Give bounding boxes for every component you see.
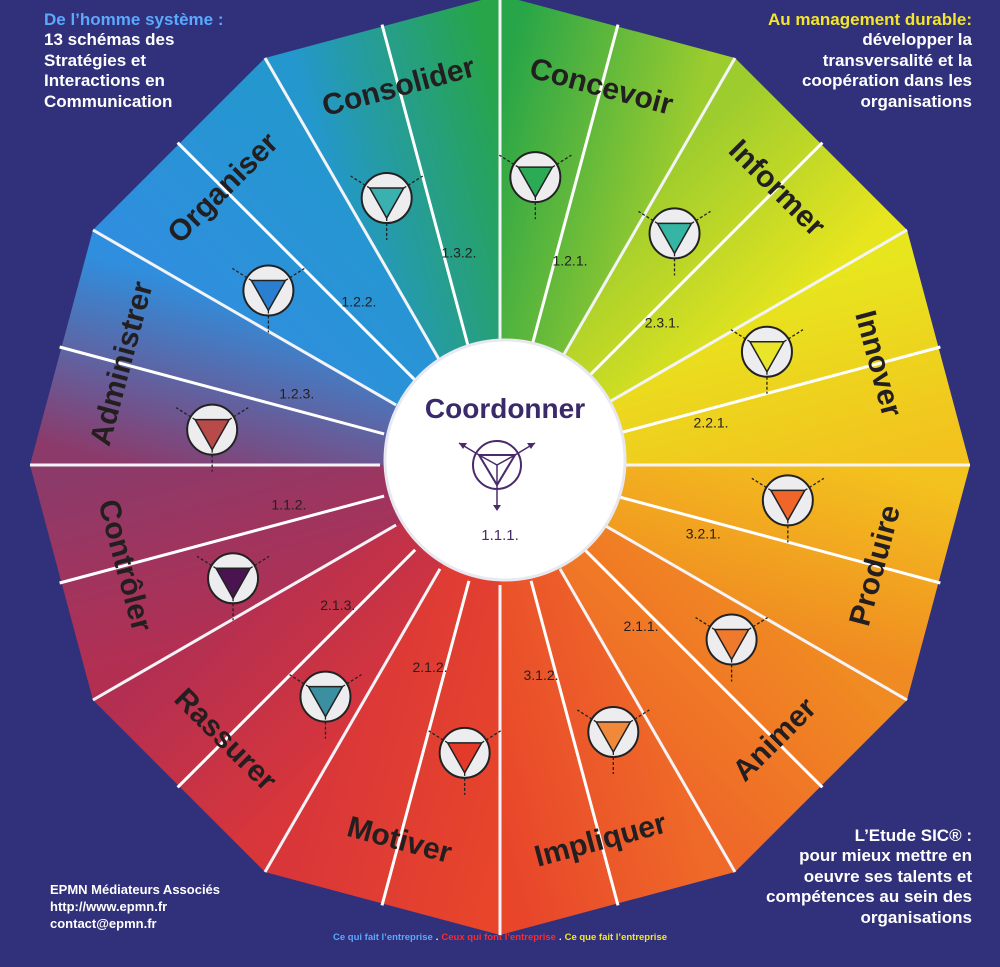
footer-separator: . bbox=[435, 932, 439, 943]
footer-part-1: Ce qui fait l’entreprise bbox=[332, 932, 433, 943]
sector-divider bbox=[92, 228, 397, 407]
header-right: Au management durable: développer la tra… bbox=[768, 10, 972, 112]
spoke-line bbox=[380, 24, 471, 350]
sector-code: 1.2.3. bbox=[279, 386, 314, 402]
header-right-line: coopération dans les bbox=[801, 71, 972, 91]
contact-info: EPMN Médiateurs Associés http://www.epmn… bbox=[50, 882, 220, 933]
spoke-line bbox=[583, 141, 824, 382]
sector-divider bbox=[603, 228, 908, 407]
sector-consolider bbox=[265, 0, 500, 465]
header-right-line: développer la bbox=[862, 30, 972, 50]
spoke-line bbox=[59, 494, 385, 585]
sector-impliquer bbox=[500, 465, 735, 935]
triangle-orange-icon bbox=[751, 474, 825, 543]
company-name: EPMN Médiateurs Associés bbox=[50, 882, 221, 897]
footer-part-3: Ce que fait l’entreprise bbox=[564, 932, 668, 943]
sector-code: 1.2.1. bbox=[552, 252, 587, 268]
center-code: 1.1.1. bbox=[481, 527, 519, 544]
sector-code: 2.1.3. bbox=[320, 597, 355, 613]
sector-code: 1.1.2. bbox=[271, 497, 306, 513]
bottom-right-line: oeuvre ses talents et bbox=[803, 866, 972, 886]
sector-concevoir bbox=[500, 0, 735, 465]
triangle-orange-icon bbox=[576, 705, 650, 774]
header-left-line: Stratégies et bbox=[44, 50, 147, 70]
triangle-teal-icon bbox=[289, 670, 362, 739]
footer-part-2: Ceux qui font l’entreprise bbox=[441, 932, 556, 943]
center-hub: Coordonner 1.1.1. bbox=[383, 338, 627, 582]
triangle-red-icon bbox=[428, 726, 502, 795]
center-title: Coordonner bbox=[425, 393, 585, 424]
sector-code: 2.3.1. bbox=[645, 315, 680, 331]
icons-layer bbox=[175, 151, 825, 795]
header-right-line: organisations bbox=[860, 91, 972, 111]
sector-code: 2.2.1. bbox=[694, 415, 729, 431]
spoke-line bbox=[176, 141, 417, 382]
spoke-line bbox=[583, 548, 824, 789]
sector-innover bbox=[500, 230, 970, 465]
footer-separator: . bbox=[558, 932, 562, 943]
bottom-right-line: compétences au sein des bbox=[766, 887, 972, 907]
bottom-right-line: pour mieux mettre en bbox=[799, 846, 972, 866]
spoke-line bbox=[615, 345, 941, 436]
sector-code: 2.1.1. bbox=[624, 618, 659, 634]
header-left-line: Interactions en bbox=[44, 71, 165, 91]
sector-code: 3.1.2. bbox=[524, 667, 559, 683]
sector-divider bbox=[92, 523, 397, 702]
sector-divider bbox=[558, 57, 737, 362]
triangle-blue-icon bbox=[232, 264, 305, 333]
triangle-purple-icon bbox=[196, 552, 270, 621]
sector-contrôler bbox=[30, 465, 500, 700]
sector-divider bbox=[263, 57, 442, 362]
triangle-teal-icon bbox=[638, 207, 711, 276]
header-left-line: Communication bbox=[44, 91, 173, 111]
spoke-line bbox=[615, 494, 941, 585]
spoke-line bbox=[59, 345, 385, 436]
footer-tagline: Ce qui fait l’entreprise.Ceux qui font l… bbox=[0, 932, 1000, 943]
triangle-green-icon bbox=[498, 151, 572, 220]
header-right-title: Au management durable: bbox=[767, 10, 972, 29]
header-left-title: De l’homme système : bbox=[44, 10, 224, 29]
bottom-right-line: organisations bbox=[860, 907, 972, 927]
spoke-line bbox=[176, 548, 417, 789]
sector-code: 1.2.2. bbox=[341, 293, 376, 309]
triangle-orange-icon bbox=[695, 613, 768, 682]
sector-administrer bbox=[30, 230, 500, 465]
bottom-right-text: L’Etude SIC® : pour mieux mettre en oeuv… bbox=[766, 826, 972, 928]
header-left-line: 13 schémas des bbox=[44, 30, 175, 50]
sector-divider bbox=[558, 568, 737, 873]
triangle-yellow-icon bbox=[730, 325, 804, 394]
email-link[interactable]: contact@epmn.fr bbox=[50, 915, 157, 931]
sector-code: 1.3.2. bbox=[441, 245, 476, 261]
sector-code: 3.2.1. bbox=[686, 526, 721, 542]
spoke-line bbox=[380, 580, 471, 906]
triangle-mixed-icon bbox=[175, 403, 249, 472]
sector-code: 2.1.2. bbox=[412, 659, 447, 675]
triangle-teal-icon bbox=[350, 172, 424, 241]
spoke-line bbox=[529, 580, 620, 906]
spokes-layer bbox=[30, 0, 970, 935]
header-right-line: transversalité et la bbox=[822, 50, 972, 70]
sector-divider bbox=[263, 568, 442, 873]
spoke-line bbox=[529, 24, 620, 350]
header-left: De l’homme système : 13 schémas des Stra… bbox=[44, 10, 224, 112]
bottom-right-title: L’Etude SIC® : bbox=[854, 826, 972, 845]
sector-motiver bbox=[265, 465, 500, 935]
website-link[interactable]: http://www.epmn.fr bbox=[50, 898, 168, 914]
sector-divider bbox=[603, 523, 908, 702]
sector-produire bbox=[500, 465, 970, 700]
coordonner-symbol-icon bbox=[458, 440, 536, 511]
